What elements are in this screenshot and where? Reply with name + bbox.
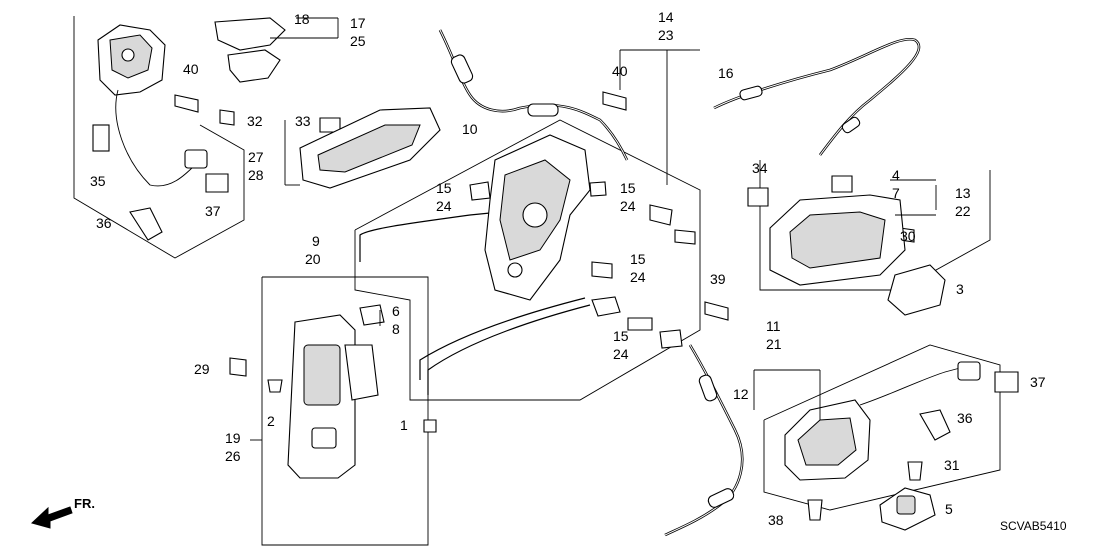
callout-15d: 15 bbox=[613, 328, 629, 344]
front-label: FR. bbox=[74, 496, 95, 511]
front-arrow-icon bbox=[31, 506, 73, 529]
callout-40b: 40 bbox=[612, 63, 628, 79]
callout-4: 4 bbox=[892, 167, 900, 183]
callout-7: 7 bbox=[892, 185, 900, 201]
callout-20: 20 bbox=[305, 251, 321, 267]
callout-39: 39 bbox=[710, 271, 726, 287]
callout-18: 18 bbox=[294, 11, 310, 27]
front-direction-indicator: FR. bbox=[31, 496, 95, 529]
callout-15b: 15 bbox=[620, 180, 636, 196]
callout-17: 17 bbox=[350, 15, 366, 31]
callout-33: 33 bbox=[295, 113, 311, 129]
callout-32: 32 bbox=[247, 113, 263, 129]
parts bbox=[92, 17, 1019, 531]
callout-37b: 37 bbox=[1030, 374, 1046, 390]
cables bbox=[359, 29, 921, 537]
callout-22: 22 bbox=[955, 203, 971, 219]
diagram-code: SCVAB5410 bbox=[1000, 519, 1067, 533]
callout-9: 9 bbox=[312, 233, 320, 249]
callout-6: 6 bbox=[392, 303, 400, 319]
callout-31: 31 bbox=[944, 457, 960, 473]
callout-24d: 24 bbox=[613, 346, 629, 362]
callout-15a: 15 bbox=[436, 180, 452, 196]
callout-13: 13 bbox=[955, 185, 971, 201]
callout-11: 11 bbox=[766, 318, 781, 334]
callout-37a: 37 bbox=[205, 203, 221, 219]
callout-21: 21 bbox=[766, 336, 782, 352]
callout-5: 5 bbox=[945, 501, 953, 517]
callout-36a: 36 bbox=[96, 215, 112, 231]
callout-14: 14 bbox=[658, 9, 674, 25]
callout-16: 16 bbox=[718, 65, 734, 81]
callout-2: 2 bbox=[267, 413, 275, 429]
callout-8: 8 bbox=[392, 321, 400, 337]
callout-24a: 24 bbox=[436, 198, 452, 214]
leader-lines bbox=[250, 17, 937, 441]
callout-27: 27 bbox=[248, 149, 264, 165]
callout-28: 28 bbox=[248, 167, 264, 183]
callout-23: 23 bbox=[658, 27, 674, 43]
callout-19: 19 bbox=[225, 430, 241, 446]
callout-1: 1 bbox=[400, 417, 408, 433]
callout-34: 34 bbox=[752, 160, 768, 176]
callout-labels: 18 17 25 40 32 33 10 27 28 35 37 36 9 20… bbox=[90, 9, 1046, 528]
callout-29: 29 bbox=[194, 361, 210, 377]
callout-38: 38 bbox=[768, 512, 784, 528]
callout-24c: 24 bbox=[630, 269, 646, 285]
callout-40a: 40 bbox=[183, 61, 199, 77]
callout-35: 35 bbox=[90, 173, 106, 189]
callout-30: 30 bbox=[900, 228, 916, 244]
callout-26: 26 bbox=[225, 448, 241, 464]
callout-10: 10 bbox=[462, 121, 478, 137]
callout-24b: 24 bbox=[620, 198, 636, 214]
callout-15c: 15 bbox=[630, 251, 646, 267]
callout-25: 25 bbox=[350, 33, 366, 49]
callout-3: 3 bbox=[956, 281, 964, 297]
callout-36b: 36 bbox=[957, 410, 973, 426]
callout-12: 12 bbox=[733, 386, 749, 402]
